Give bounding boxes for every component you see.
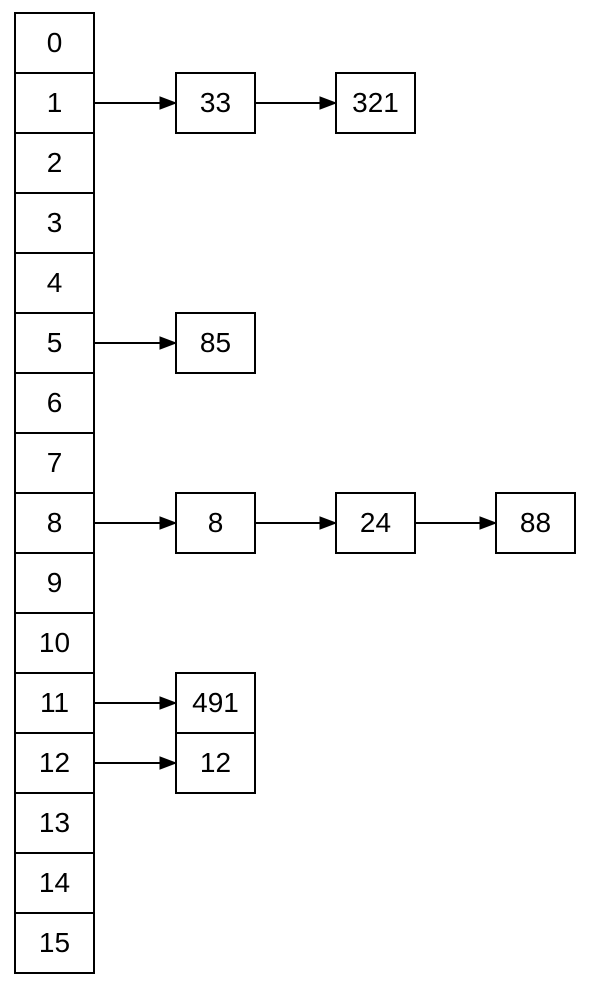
bucket-cell-14: 14 xyxy=(14,852,95,914)
node-value-label: 85 xyxy=(199,327,232,358)
node-value-label: 88 xyxy=(519,507,552,538)
bucket-index-label: 4 xyxy=(46,267,63,298)
chain-node-85: 85 xyxy=(175,312,256,374)
bucket-cell-7: 7 xyxy=(14,432,95,494)
bucket-index-label: 2 xyxy=(46,147,63,178)
bucket-index-label: 10 xyxy=(38,627,71,658)
bucket-index-label: 3 xyxy=(46,207,63,238)
bucket-cell-5: 5 xyxy=(14,312,95,374)
bucket-index-label: 9 xyxy=(46,567,63,598)
bucket-index-label: 11 xyxy=(39,687,70,718)
bucket-index-label: 13 xyxy=(38,807,71,838)
bucket-cell-6: 6 xyxy=(14,372,95,434)
chain-node-491: 491 xyxy=(175,672,256,734)
chain-node-88: 88 xyxy=(495,492,576,554)
bucket-cell-2: 2 xyxy=(14,132,95,194)
bucket-cell-8: 8 xyxy=(14,492,95,554)
bucket-cell-13: 13 xyxy=(14,792,95,854)
chain-node-24: 24 xyxy=(335,492,416,554)
bucket-cell-0: 0 xyxy=(14,12,95,74)
bucket-index-label: 7 xyxy=(46,447,63,478)
bucket-cell-4: 4 xyxy=(14,252,95,314)
bucket-index-label: 6 xyxy=(46,387,63,418)
bucket-index-label: 14 xyxy=(38,867,71,898)
bucket-cell-12: 12 xyxy=(14,732,95,794)
node-value-label: 24 xyxy=(359,507,392,538)
node-value-label: 33 xyxy=(199,87,232,118)
bucket-cell-11: 11 xyxy=(14,672,95,734)
node-value-label: 12 xyxy=(199,747,232,778)
bucket-cell-10: 10 xyxy=(14,612,95,674)
chain-node-12: 12 xyxy=(175,732,256,794)
node-value-label: 8 xyxy=(207,507,224,538)
chain-node-321: 321 xyxy=(335,72,416,134)
chain-node-8: 8 xyxy=(175,492,256,554)
bucket-cell-1: 1 xyxy=(14,72,95,134)
bucket-cell-15: 15 xyxy=(14,912,95,974)
node-value-label: 321 xyxy=(352,87,399,118)
chain-node-33: 33 xyxy=(175,72,256,134)
bucket-index-label: 15 xyxy=(38,927,71,958)
bucket-cell-9: 9 xyxy=(14,552,95,614)
bucket-index-label: 5 xyxy=(46,327,63,358)
bucket-index-label: 12 xyxy=(38,747,71,778)
node-value-label: 491 xyxy=(192,687,239,718)
bucket-index-label: 0 xyxy=(46,27,63,58)
bucket-index-label: 8 xyxy=(46,507,63,538)
bucket-cell-3: 3 xyxy=(14,192,95,254)
bucket-index-label: 1 xyxy=(46,87,63,118)
